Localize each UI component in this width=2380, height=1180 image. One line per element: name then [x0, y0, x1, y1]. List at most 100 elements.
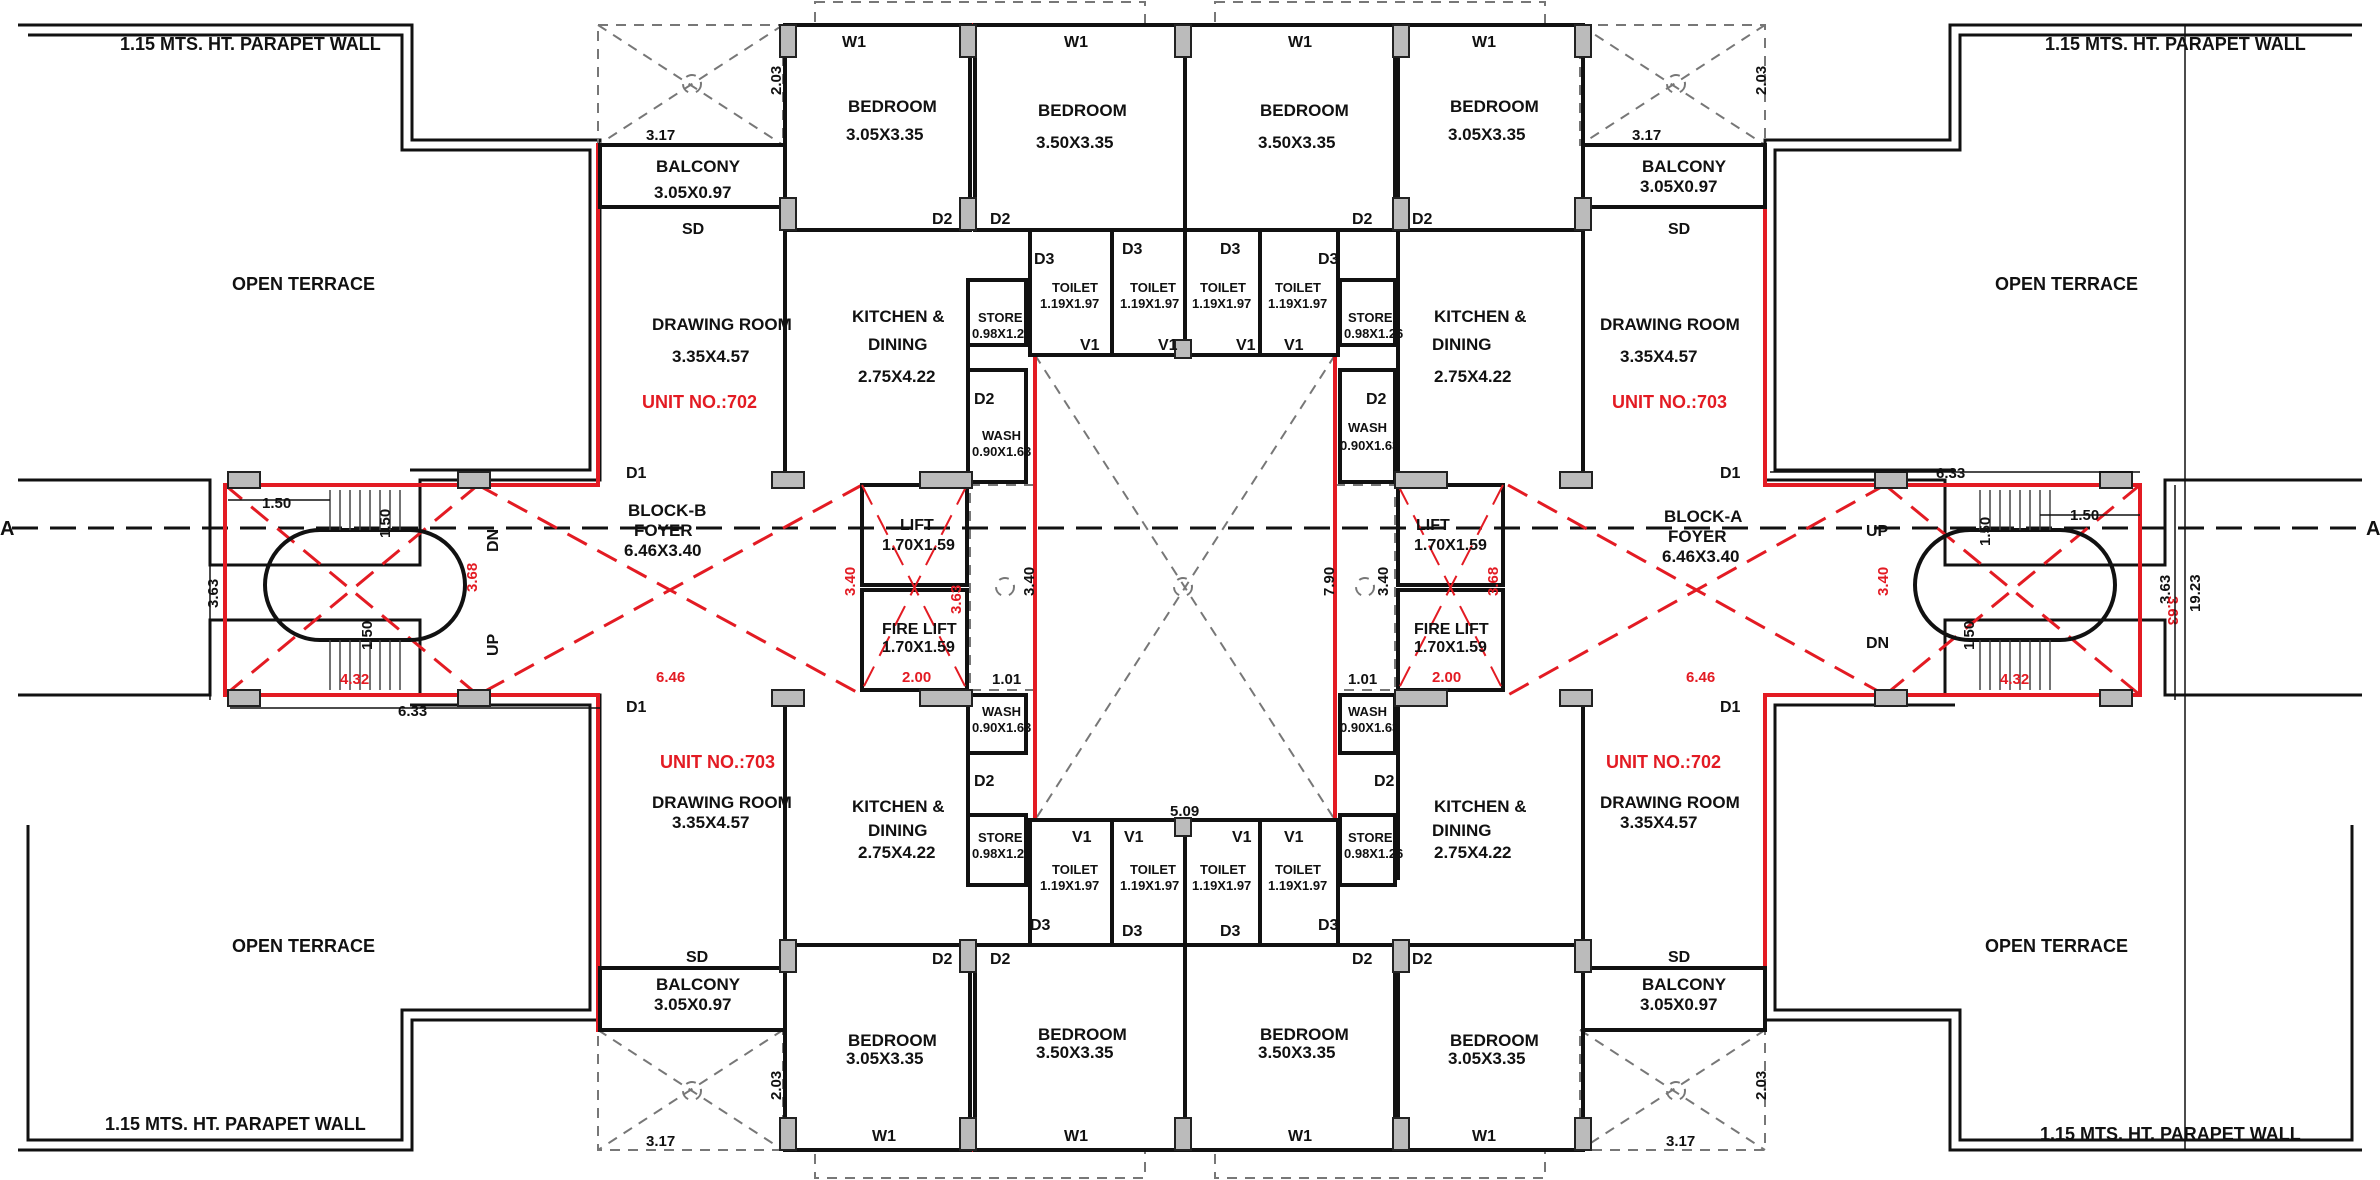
lift-labels: LIFT 1.70X1.59 FIRE LIFT 1.70X1.59 LIFT …: [882, 517, 1489, 656]
balcony-size: 3.05X0.97: [1640, 995, 1718, 1014]
vent-tag: V1: [1072, 829, 1092, 846]
store-size: 0.98X1.26: [972, 846, 1031, 861]
terrace-bottom-left: [18, 618, 602, 1152]
kitchen-size: 2.75X4.22: [858, 367, 936, 386]
bedroom-label: BEDROOM: [1260, 1025, 1349, 1044]
unit-label-703-bottom: UNIT NO.:703: [660, 752, 775, 772]
unit-labels: UNIT NO.:702 UNIT NO.:703 UNIT NO.:703 U…: [642, 392, 1727, 772]
stair-down-tag: DN: [485, 529, 502, 552]
dim-363: 3.63: [948, 585, 965, 614]
dim-101: 1.01: [992, 671, 1021, 688]
dimension-lines: [209, 25, 2186, 1150]
toilet-size: 1.19X1.97: [1120, 878, 1179, 893]
door-tag: D3: [1122, 241, 1143, 258]
drawing-room-label: DRAWING ROOM: [1600, 315, 1740, 334]
door-tag: D3: [1030, 917, 1051, 934]
dim-340: 3.40: [1021, 567, 1038, 596]
bedroom-label: BEDROOM: [1450, 97, 1539, 116]
bedroom-size: 3.50X3.35: [1258, 133, 1336, 152]
foyer-labels: BLOCK-B FOYER 6.46X3.40 BLOCK-A FOYER 6.…: [624, 501, 1742, 566]
store-label: STORE: [978, 830, 1023, 845]
toilet-label: TOILET: [1275, 280, 1321, 295]
block-a-foyer-size: 6.46X3.40: [1662, 547, 1740, 566]
dim-101: 1.01: [1348, 671, 1377, 688]
bedroom-size: 3.50X3.35: [1036, 1043, 1114, 1062]
dim-633: 6.33: [1936, 465, 1965, 482]
kitchen-label: KITCHEN &: [1434, 797, 1527, 816]
dim-368: 3.68: [464, 563, 481, 592]
block-a-foyer-label: FOYER: [1668, 527, 1727, 546]
door-tag: D2: [990, 951, 1011, 968]
dim-432: 4.32: [340, 671, 369, 688]
window-tag: W1: [872, 1128, 896, 1145]
window-tag: W1: [1064, 1128, 1088, 1145]
store-size: 0.98X1.26: [1344, 326, 1403, 341]
dim-150: 1.50: [377, 509, 394, 538]
toilet-size: 1.19X1.97: [1268, 878, 1327, 893]
store-label: STORE: [1348, 310, 1393, 325]
dim-150: 1.50: [359, 621, 376, 650]
vent-tag: V1: [1284, 829, 1304, 846]
unit-label-702-top: UNIT NO.:702: [642, 392, 757, 412]
kitchen-labels: KITCHEN & DINING 2.75X4.22 KITCHEN & DIN…: [852, 307, 1527, 862]
bedroom-size: 3.05X3.35: [1448, 125, 1526, 144]
bedroom-size: 3.05X3.35: [1448, 1049, 1526, 1068]
dim-1923: 19.23: [2187, 574, 2204, 612]
store-label: STORE: [1348, 830, 1393, 845]
dim-203: 2.03: [1753, 1071, 1770, 1100]
drawing-room-size: 3.35X4.57: [1620, 813, 1698, 832]
axis-label-right: A: [2366, 518, 2380, 540]
balcony-label: BALCONY: [656, 157, 741, 176]
dim-790: 7.90: [1321, 567, 1338, 596]
vent-tag: V1: [1232, 829, 1252, 846]
unit-label-702-bottom: UNIT NO.:702: [1606, 752, 1721, 772]
kitchen-size: 2.75X4.22: [1434, 367, 1512, 386]
door-tag: D2: [1374, 773, 1395, 790]
terrace-label-br: OPEN TERRACE: [1985, 936, 2128, 956]
wash-label: WASH: [1348, 420, 1387, 435]
dim-150: 1.50: [262, 495, 291, 512]
dim-340: 3.40: [1375, 567, 1392, 596]
door-tag: D3: [1220, 241, 1241, 258]
bedroom-label: BEDROOM: [1038, 1025, 1127, 1044]
toilet-size: 1.19X1.97: [1040, 878, 1099, 893]
toilet-size: 1.19X1.97: [1268, 296, 1327, 311]
dim-340: 3.40: [1875, 567, 1892, 596]
vent-tag: V1: [1124, 829, 1144, 846]
store-label: STORE: [978, 310, 1023, 325]
door-tag: D1: [626, 699, 647, 716]
door-tag: D1: [626, 465, 647, 482]
balcony-size: 3.05X0.97: [654, 183, 732, 202]
balcony-size: 3.05X0.97: [1640, 177, 1718, 196]
columns: [227, 24, 2133, 1151]
bedroom-size: 3.05X3.35: [846, 125, 924, 144]
toilet-label: TOILET: [1200, 280, 1246, 295]
store-size: 0.98X1.26: [1344, 846, 1403, 861]
dim-646: 6.46: [1686, 669, 1715, 686]
door-tag: D2: [990, 211, 1011, 228]
block-b-label: BLOCK-B: [628, 501, 706, 520]
dim-317: 3.17: [1666, 1133, 1695, 1150]
wash-label: WASH: [982, 704, 1021, 719]
door-tag: D2: [932, 951, 953, 968]
vent-tag: V1: [1080, 337, 1100, 354]
vent-tag: V1: [1284, 337, 1304, 354]
dim-200: 2.00: [1432, 669, 1461, 686]
terrace-bottom-right: [1763, 618, 2362, 1152]
dim-203: 2.03: [768, 1071, 785, 1100]
sliding-door-tag: SD: [682, 221, 704, 238]
window-tag: W1: [1288, 1128, 1312, 1145]
drawing-room-labels: DRAWING ROOM 3.35X4.57 DRAWING ROOM 3.35…: [652, 315, 1740, 832]
door-tag: D2: [974, 391, 995, 408]
wash-size: 0.90X1.63: [1340, 720, 1399, 735]
building-outline: [223, 23, 2142, 1152]
window-tag: W1: [1064, 34, 1088, 51]
dim-317: 3.17: [646, 127, 675, 144]
unit-label-703-top: UNIT NO.:703: [1612, 392, 1727, 412]
dim-150: 1.50: [1977, 517, 1994, 546]
fire-lift-size: 1.70X1.59: [1414, 639, 1487, 656]
balcony-label: BALCONY: [656, 975, 741, 994]
balcony-size: 3.05X0.97: [654, 995, 732, 1014]
balcony-labels: BALCONY 3.05X0.97 BALCONY 3.05X0.97 BALC…: [654, 157, 1727, 1014]
drawing-room-label: DRAWING ROOM: [652, 793, 792, 812]
